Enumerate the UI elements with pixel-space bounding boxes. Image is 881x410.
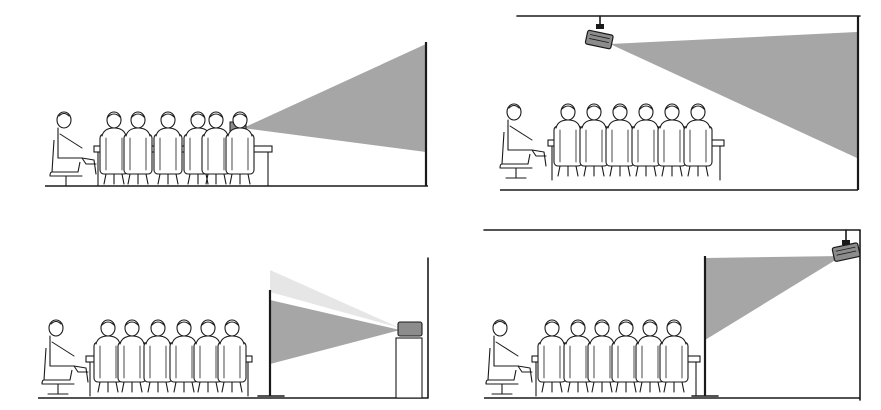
beam-reflection: [270, 270, 400, 328]
panel-front-ceiling: [499, 15, 861, 191]
table-icon: [93, 145, 273, 153]
projector-icon: [397, 321, 423, 337]
beam: [705, 256, 842, 340]
projector-icon: [831, 241, 861, 263]
panel-rear-table: [38, 257, 429, 399]
projector-icon: [584, 29, 615, 50]
beam: [270, 300, 400, 364]
beam: [243, 44, 426, 152]
panel-rear-ceiling: [483, 229, 861, 401]
beam: [610, 32, 857, 158]
panel-front-table: [45, 42, 428, 187]
projector-stand: [395, 337, 423, 399]
